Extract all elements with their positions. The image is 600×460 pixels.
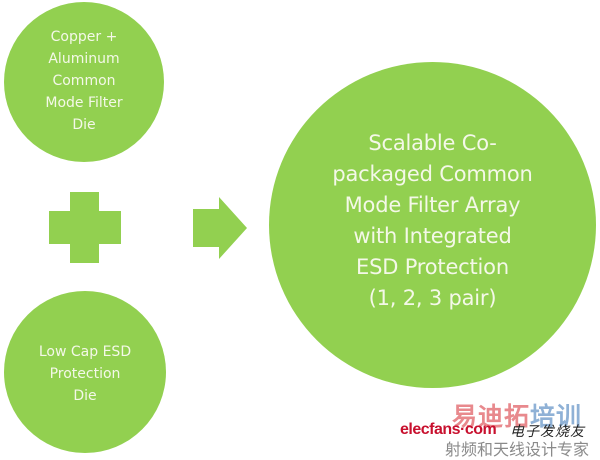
watermark-brand-cn-part1: 易迪拓	[452, 402, 531, 431]
copper-aluminum-cmf-die-circle: Copper + Aluminum Common Mode Filter Die	[4, 2, 164, 162]
watermark-site: elecfans·com	[400, 421, 497, 438]
watermark-brand-cn-part2: 培训	[530, 402, 583, 431]
output-label: Scalable Co- packaged Common Mode Filter…	[332, 131, 533, 310]
input-1-label: Copper + Aluminum Common Mode Filter Die	[45, 29, 123, 133]
low-cap-esd-die-circle: Low Cap ESD Protection Die	[4, 291, 166, 453]
watermark-site-cn: 电子发烧友	[510, 424, 585, 440]
right-arrow-icon	[193, 197, 247, 259]
plus-vertical-bar	[70, 192, 99, 263]
input-2-label: Low Cap ESD Protection Die	[38, 344, 132, 404]
watermark-tagline: 射频和天线设计专家	[445, 440, 590, 459]
watermark-brand-cn: 易迪拓培训	[452, 397, 582, 433]
cmf-array-result-circle: Scalable Co- packaged Common Mode Filter…	[269, 62, 596, 388]
